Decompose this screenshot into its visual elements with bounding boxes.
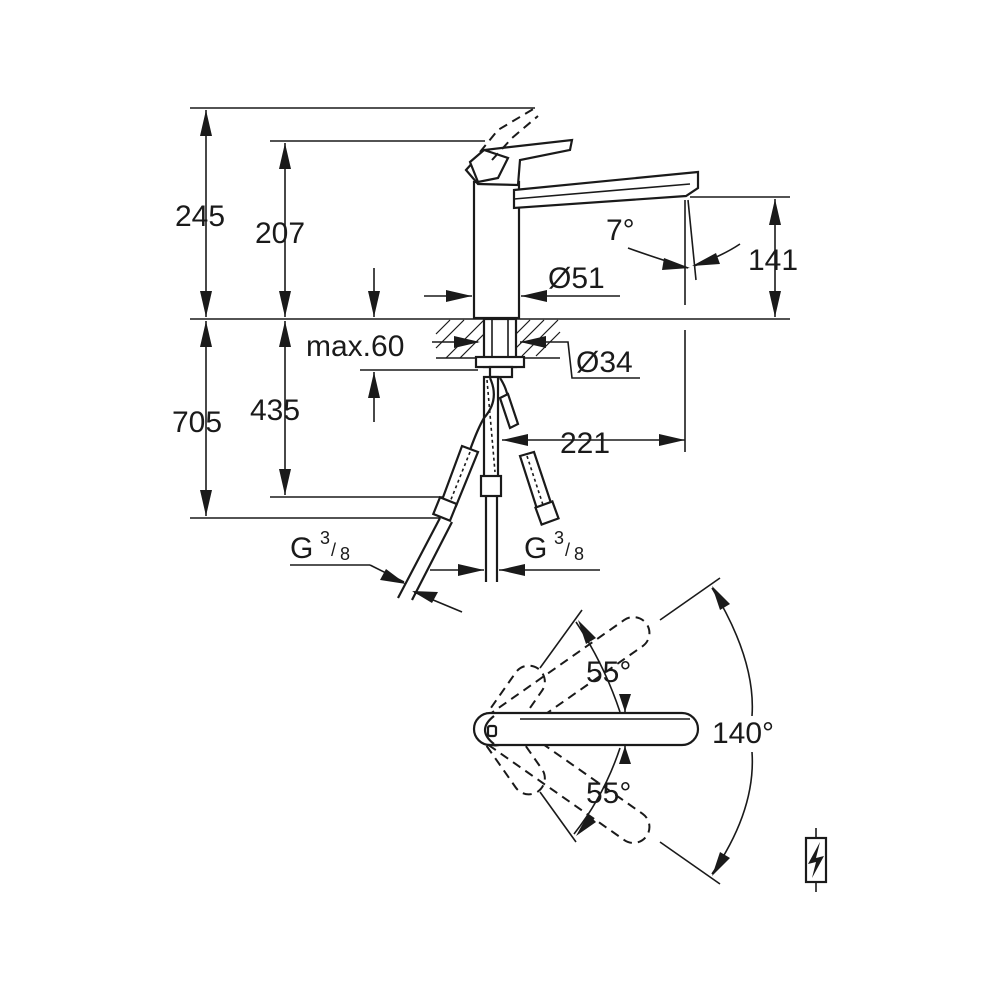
label-angle-lower: 55° [586,777,631,810]
label-hose-total: 705 [172,406,222,439]
handle-center [472,711,700,747]
label-fraction-slash-right: / [565,540,570,560]
mounting-shank [474,317,526,379]
lightning-bolt-icon [804,828,828,892]
label-hose-length: 435 [250,394,300,427]
label-thread-diameter: Ø34 [576,346,633,379]
side-view: 245 207 705 435 max.6 [172,107,798,613]
dimension-spout-angle: 7° [606,199,741,305]
dimension-141: 141 [748,199,798,317]
dimension-705: 705 [172,321,222,516]
top-view: 55° 55° 140° [472,577,774,885]
label-connection-left: G [290,532,313,565]
dimension-body-diameter: Ø51 [424,262,620,302]
label-reach: 221 [560,427,610,460]
angle-lower-dimension: 55° [539,747,631,843]
label-spout-height: 207 [255,217,305,250]
label-spout-angle: 7° [606,214,635,247]
supply-hoses [397,375,560,601]
angle-upper-dimension: 55° [539,609,631,713]
connection-label-left: G 3 / 8 [290,528,463,613]
connection-label-right: G 3 / 8 [430,528,600,576]
dimension-thread-diameter: Ø34 [432,336,640,379]
label-fraction-num-right: 3 [554,528,564,548]
label-angle-upper: 55° [586,656,631,689]
label-fraction-den-right: 8 [574,544,584,564]
label-fraction-den-left: 8 [340,544,350,564]
label-swivel-range: 140° [712,717,774,750]
dimension-245: 245 [175,110,225,317]
swivel-range-dimension: 140° [659,577,774,885]
label-max-deck: max.60 [306,330,404,363]
label-outlet-height: 141 [748,244,798,277]
handle-swivel-lower-short [478,713,546,796]
label-fraction-slash-left: / [331,540,336,560]
label-total-height: 245 [175,200,225,233]
faucet-body [464,107,700,320]
dimension-207: 207 [255,143,305,317]
dimension-435: 435 [250,321,300,495]
label-fraction-num-left: 3 [320,528,330,548]
dimension-max60: max.60 [306,268,404,422]
dimension-reach: 221 [502,330,686,460]
label-connection-right: G [524,532,547,565]
label-body-diameter: Ø51 [548,262,605,295]
